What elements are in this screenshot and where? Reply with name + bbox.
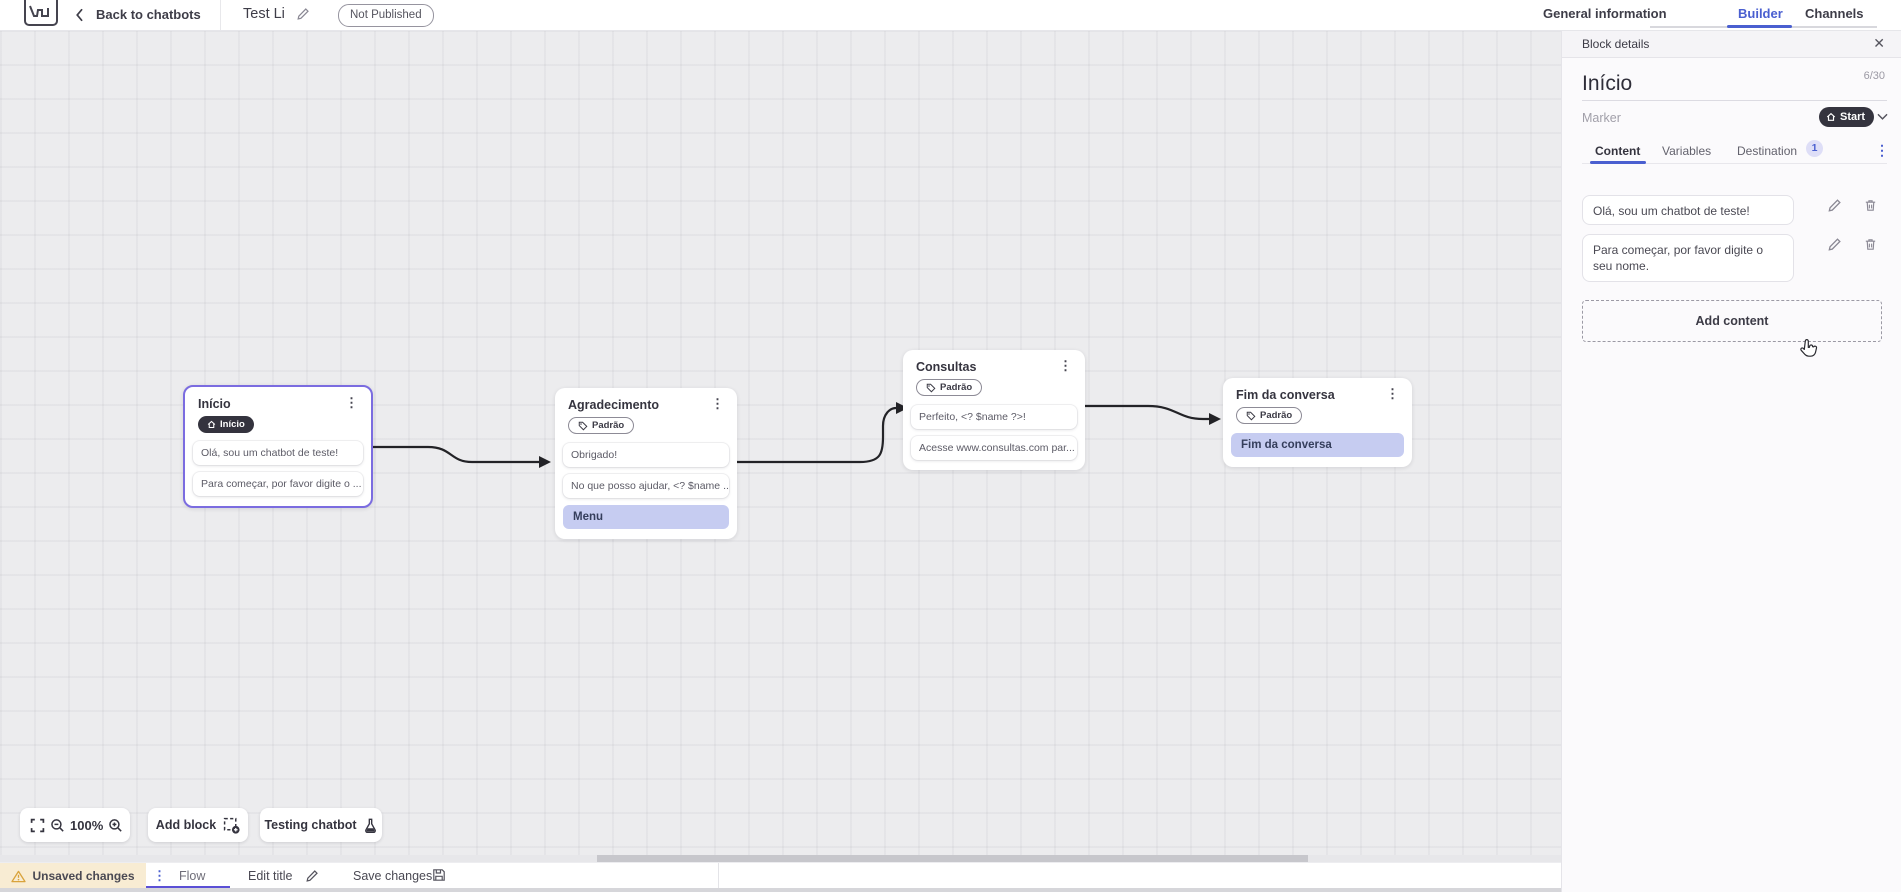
- edit-message-icon[interactable]: [1827, 237, 1843, 253]
- block-name-field[interactable]: Início: [1582, 72, 1633, 95]
- flow-block-inicio[interactable]: Início ⋮ Início Olá, sou um chatbot de t…: [183, 385, 373, 508]
- destination-count-badge: 1: [1806, 140, 1823, 157]
- header-divider: [220, 0, 221, 30]
- block-kebab-icon[interactable]: ⋮: [345, 395, 358, 410]
- tab-content[interactable]: Content: [1595, 144, 1641, 158]
- chatbot-title: Test Li: [243, 6, 285, 22]
- flow-connections: [371, 402, 1221, 468]
- add-block-icon: [223, 817, 240, 834]
- name-char-counter: 6/30: [1863, 70, 1885, 82]
- tag-badge: Padrão: [568, 417, 635, 434]
- panel-title: Block details: [1582, 37, 1650, 51]
- name-field-underline: [1582, 100, 1887, 101]
- block-message-item[interactable]: Obrigado!: [563, 442, 729, 467]
- flow-kebab-icon[interactable]: ⋮: [153, 868, 166, 883]
- content-message-box[interactable]: Para começar, por favor digite o seu nom…: [1582, 234, 1794, 282]
- tag-icon: [1246, 411, 1256, 420]
- edit-title-pencil-icon[interactable]: [305, 869, 319, 883]
- block-details-panel: Block details ✕ Início 6/30 Marker Start…: [1561, 30, 1901, 892]
- block-message-item[interactable]: Perfeito, <? $name ?>!: [911, 404, 1077, 429]
- start-marker-badge: Início: [198, 416, 254, 433]
- flask-icon: [363, 818, 378, 833]
- edge-consultas-fim: [1083, 404, 1211, 421]
- content-message-box[interactable]: Olá, sou um chatbot de teste!: [1582, 195, 1794, 225]
- panel-header: Block details ✕: [1562, 30, 1901, 58]
- content-tab-underline: [1590, 161, 1646, 164]
- fullscreen-icon[interactable]: [30, 818, 45, 833]
- tag-badge: Padrão: [1236, 407, 1303, 424]
- add-block-button[interactable]: Add block: [148, 808, 248, 842]
- add-content-button[interactable]: Add content: [1582, 300, 1882, 342]
- block-kebab-icon[interactable]: ⋮: [1386, 386, 1399, 401]
- flow-block-consultas[interactable]: Consultas ⋮ Padrão Perfeito, <? $name ?>…: [903, 350, 1085, 470]
- block-menu-item[interactable]: Menu: [563, 504, 729, 529]
- block-message-item[interactable]: No que posso ajudar, <? $name ...: [563, 473, 729, 498]
- add-block-label: Add block: [155, 818, 217, 832]
- close-icon[interactable]: ✕: [1873, 35, 1885, 51]
- block-kebab-icon[interactable]: ⋮: [1059, 358, 1072, 373]
- tab-general-information[interactable]: General information: [1543, 6, 1667, 21]
- tab-flow[interactable]: Flow: [179, 869, 206, 883]
- zoom-toolbar: 100%: [20, 808, 130, 842]
- zoom-in-icon[interactable]: [108, 818, 123, 833]
- zoom-out-icon[interactable]: [50, 818, 65, 833]
- tab-builder[interactable]: Builder: [1738, 6, 1783, 21]
- panel-kebab-icon[interactable]: ⋮: [1875, 142, 1889, 158]
- tag-icon: [926, 383, 936, 392]
- block-title: Fim da conversa: [1236, 388, 1335, 402]
- block-end-item[interactable]: Fim da conversa: [1231, 432, 1404, 457]
- block-kebab-icon[interactable]: ⋮: [711, 396, 724, 411]
- edge-inicio-agradecimento: [371, 445, 541, 464]
- flow-block-fim-da-conversa[interactable]: Fim da conversa ⋮ Padrão Fim da conversa: [1223, 378, 1412, 467]
- save-changes-button[interactable]: Save changes: [353, 869, 433, 883]
- edge-agradecimento-consultas: [735, 406, 898, 464]
- edit-message-icon[interactable]: [1827, 198, 1843, 214]
- marker-label: Marker: [1582, 111, 1621, 125]
- delete-message-icon[interactable]: [1863, 198, 1879, 214]
- tag-icon: [578, 421, 588, 430]
- flow-block-agradecimento[interactable]: Agradecimento ⋮ Padrão Obrigado! No que …: [555, 388, 737, 539]
- back-chevron-icon[interactable]: [74, 8, 84, 22]
- app-logo-icon: [24, 0, 58, 26]
- warning-icon: [11, 870, 27, 882]
- tab-destination[interactable]: Destination: [1737, 144, 1798, 158]
- delete-message-icon[interactable]: [1863, 237, 1879, 253]
- edit-title-button[interactable]: Edit title: [248, 869, 293, 883]
- unsaved-changes-badge: Unsaved changes: [0, 863, 146, 889]
- block-message-item[interactable]: Para começar, por favor digite o ...: [193, 472, 363, 496]
- tab-channels[interactable]: Channels: [1805, 6, 1864, 21]
- flow-tab-underline: [146, 886, 230, 889]
- block-message-item[interactable]: Acesse www.consultas.com par...: [911, 435, 1077, 460]
- chevron-down-icon[interactable]: [1877, 113, 1888, 121]
- marker-start-pill[interactable]: Start: [1819, 107, 1875, 127]
- bottom-bar-divider: [718, 863, 719, 889]
- panel-tabs-border: [1582, 163, 1887, 164]
- block-title: Início: [198, 397, 231, 411]
- tab-variables[interactable]: Variables: [1662, 144, 1712, 158]
- status-badge: Not Published: [338, 4, 434, 27]
- tag-badge: Padrão: [916, 379, 983, 396]
- bottom-edge-strip: [0, 888, 1561, 892]
- unsaved-changes-label: Unsaved changes: [32, 869, 135, 883]
- horizontal-scrollbar-thumb[interactable]: [597, 855, 1308, 862]
- builder-tab-underline: [1727, 25, 1792, 28]
- block-title: Consultas: [916, 360, 977, 374]
- block-message-item[interactable]: Olá, sou um chatbot de teste!: [193, 441, 363, 465]
- save-icon[interactable]: [432, 868, 446, 882]
- testing-chatbot-button[interactable]: Testing chatbot: [260, 808, 382, 842]
- back-to-chatbots-link[interactable]: Back to chatbots: [96, 7, 201, 22]
- house-icon: [1826, 112, 1836, 121]
- testing-chatbot-label: Testing chatbot: [264, 818, 357, 832]
- horizontal-scrollbar[interactable]: [0, 855, 1561, 862]
- edit-title-pencil-icon[interactable]: [296, 7, 310, 21]
- zoom-level: 100%: [70, 817, 104, 833]
- flow-canvas[interactable]: Início ⋮ Início Olá, sou um chatbot de t…: [0, 30, 1561, 862]
- top-header: Back to chatbots Test Li Not Published G…: [0, 0, 1901, 31]
- bottom-bar: Unsaved changes ⋮ Flow Edit title Save c…: [0, 862, 1561, 889]
- house-icon: [207, 420, 216, 429]
- block-title: Agradecimento: [568, 398, 659, 412]
